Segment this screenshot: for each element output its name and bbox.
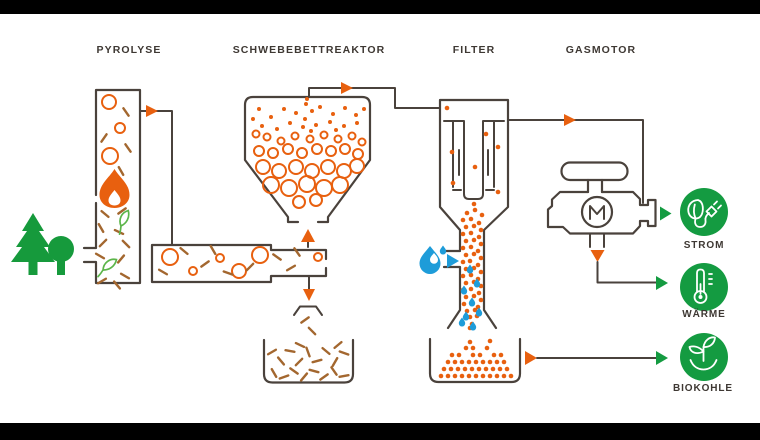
trees-icon <box>11 213 74 275</box>
thermometer-icon <box>693 268 713 304</box>
gas-line-reactor-to-filter <box>308 82 441 109</box>
flame-icon <box>99 169 130 208</box>
chute-down-arrow <box>293 276 323 336</box>
waerme-badge <box>680 263 728 311</box>
label-waerme: WÄRME <box>682 309 726 320</box>
waerme-line <box>590 250 668 290</box>
label-gasmotor: GASMOTOR <box>565 44 637 56</box>
gas-engine-icon <box>546 161 657 248</box>
reactor-feed-arrow <box>301 229 315 248</box>
strom-badge <box>680 188 728 236</box>
motor-symbol <box>580 195 614 229</box>
label-biokohle: BIOKOHLE <box>673 383 733 394</box>
leaf-plug-icon <box>687 199 722 228</box>
water-inlet-arrow <box>447 254 459 268</box>
fluidized-bed-reactor <box>243 95 372 224</box>
letterbox-bottom <box>0 423 760 440</box>
label-schwebebettreaktor: SCHWEBEBETTREAKTOR <box>232 44 386 56</box>
label-filter: FILTER <box>452 44 496 56</box>
water-drop-icon <box>419 245 447 274</box>
filter-vessel <box>438 98 510 331</box>
biokohle-badge <box>680 333 728 381</box>
wood-chip-container <box>262 338 355 384</box>
pyrolysis-outlet-line <box>139 105 173 246</box>
filter-candles <box>443 120 505 200</box>
label-pyrolyse: PYROLYSE <box>96 44 162 56</box>
biochar-dots <box>438 338 514 379</box>
sprout-icon <box>688 336 718 371</box>
letterbox-top <box>0 0 760 14</box>
deflector <box>293 305 323 316</box>
strom-arrow <box>660 206 672 221</box>
label-strom: STROM <box>683 240 725 251</box>
gas-line-filter-to-engine <box>507 114 644 204</box>
pyrolysis-column <box>82 88 142 290</box>
biokohle-line <box>525 351 668 365</box>
biochar-container <box>428 337 522 384</box>
conveyor <box>150 243 328 284</box>
